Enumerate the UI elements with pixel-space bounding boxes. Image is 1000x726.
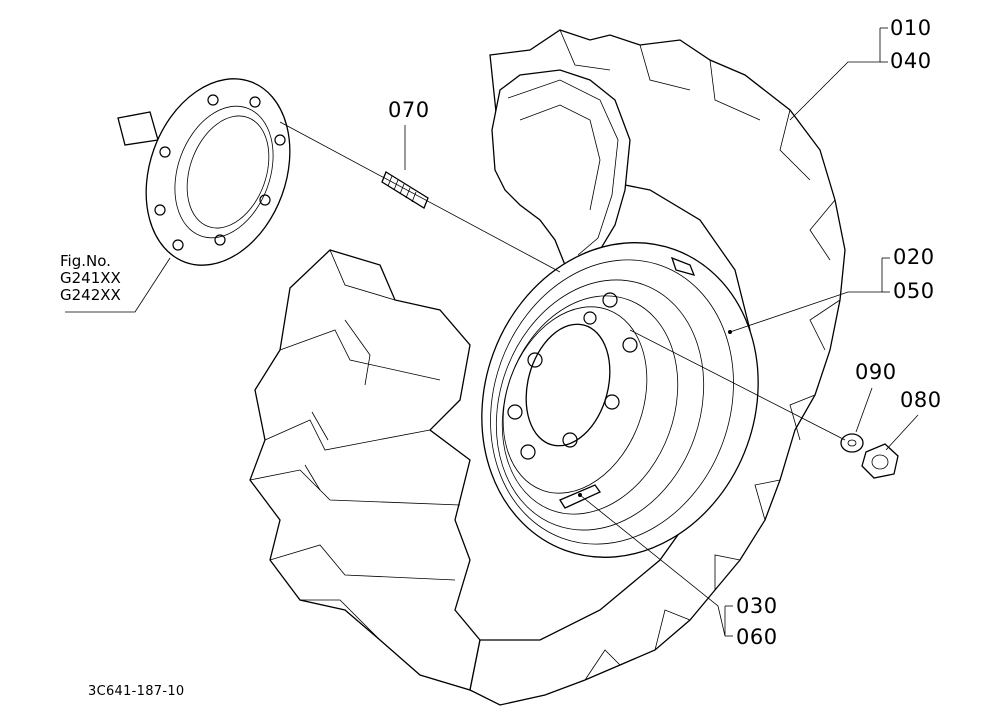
washer	[840, 433, 864, 453]
figure-reference: Fig.No. G241XX G242XX	[60, 253, 121, 304]
hex-nut	[861, 443, 899, 479]
callout-060: 060	[736, 625, 778, 649]
callout-010: 010	[890, 16, 932, 40]
tire-outer-tread	[469, 29, 846, 706]
wheel-rim	[481, 242, 759, 558]
figure-reference-line2: G242XX	[60, 286, 121, 304]
callout-080: 080	[900, 388, 942, 412]
callout-070: 070	[388, 98, 430, 122]
drawing-code: 3C641-187-10	[88, 684, 185, 699]
callout-020: 020	[893, 245, 935, 269]
callout-leaders	[65, 27, 919, 637]
assembly-axis-lines	[279, 121, 846, 441]
figure-reference-line1: G241XX	[60, 269, 121, 287]
tire-lower-half	[249, 249, 481, 691]
callout-040: 040	[890, 49, 932, 73]
callout-090: 090	[855, 360, 897, 384]
inner-tube-section	[491, 69, 631, 266]
callout-050: 050	[893, 279, 935, 303]
hub-flange	[117, 78, 291, 266]
figure-reference-title: Fig.No.	[60, 252, 111, 270]
wheel-stud	[381, 171, 429, 209]
callout-030: 030	[736, 594, 778, 618]
